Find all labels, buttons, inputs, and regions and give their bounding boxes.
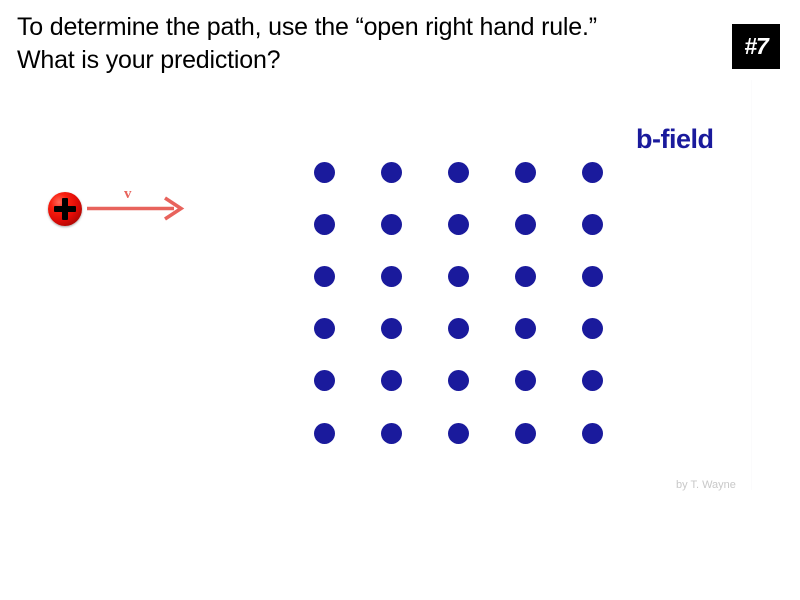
bfield-dot <box>380 369 402 391</box>
velocity-label: v <box>124 186 132 202</box>
bfield-dot <box>581 213 603 235</box>
page-title: To determine the path, use the “open rig… <box>17 11 717 77</box>
bfield-dot <box>581 317 603 339</box>
bfield-dot <box>514 265 536 287</box>
bfield-dot <box>380 317 402 339</box>
bfield-label: b-field <box>636 124 714 154</box>
bfield-dot <box>447 422 469 444</box>
bfield-dot <box>514 369 536 391</box>
bfield-dot <box>514 317 536 339</box>
bfield-dot <box>514 213 536 235</box>
bfield-dot <box>581 265 603 287</box>
bfield-dot <box>380 422 402 444</box>
bfield-dot <box>313 317 335 339</box>
bfield-dot <box>447 369 469 391</box>
bfield-dot <box>380 161 402 183</box>
edge-artifact <box>751 80 752 490</box>
bfield-dot <box>581 422 603 444</box>
bfield-dot <box>313 369 335 391</box>
bfield-dot <box>447 317 469 339</box>
bfield-dot <box>514 161 536 183</box>
bfield-dot <box>514 422 536 444</box>
bfield-dot <box>313 161 335 183</box>
attribution-text: by T. Wayne <box>676 479 736 491</box>
bfield-dot-grid <box>310 158 610 448</box>
bfield-dot <box>313 213 335 235</box>
bfield-dot <box>581 369 603 391</box>
bfield-dot <box>447 161 469 183</box>
title-line-2: What is your prediction? <box>17 46 281 74</box>
bfield-dot <box>447 265 469 287</box>
bfield-dot <box>380 213 402 235</box>
bfield-dot <box>447 213 469 235</box>
slide-number-badge: #7 <box>732 24 780 69</box>
bfield-dot <box>581 161 603 183</box>
velocity-arrow-icon <box>87 196 185 221</box>
plus-sign-vertical-bar <box>62 198 68 220</box>
bfield-dot <box>313 265 335 287</box>
bfield-dot <box>313 422 335 444</box>
title-line-1: To determine the path, use the “open rig… <box>17 13 597 41</box>
positive-charge-icon <box>48 192 82 226</box>
bfield-dot <box>380 265 402 287</box>
